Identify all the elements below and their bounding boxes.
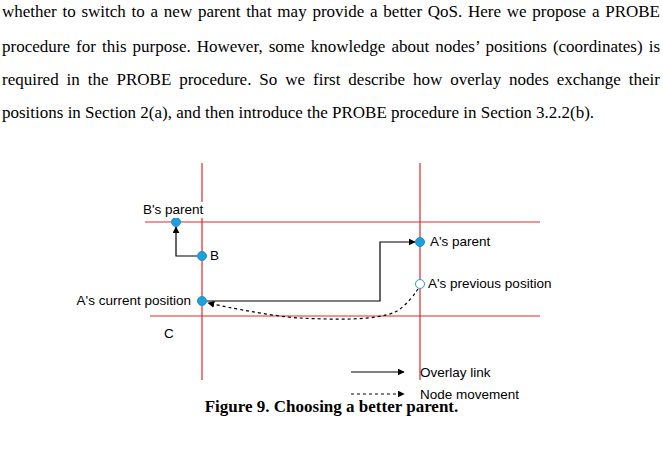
point-label: C (163, 326, 175, 342)
grid-line (419, 163, 420, 380)
overlay-link (176, 227, 197, 256)
node-label: B's parent (142, 202, 204, 218)
node-label: A's parent (429, 234, 491, 250)
body-text-line: whether to switch to a new parent that m… (2, 2, 660, 22)
grid-line (145, 221, 540, 222)
overlay-node-dot: A's parent (415, 237, 425, 247)
legend-row: Overlay link (350, 361, 519, 383)
legend-line-sample (350, 366, 406, 378)
overlay-node-dot: B (197, 251, 207, 261)
overlay-link (207, 242, 415, 301)
body-text-line: procedure for this purpose. However, som… (2, 37, 660, 57)
previous-position-circle: A's previous position (415, 279, 425, 289)
legend-text: Overlay link (420, 365, 491, 380)
body-text-line: required in the PROBE procedure. So we f… (2, 70, 660, 90)
movement-connector (208, 289, 418, 319)
grid-line (150, 315, 540, 316)
figure-caption: Figure 9. Choosing a better parent. (0, 397, 663, 417)
overlay-node-dot: A's current position (197, 296, 207, 306)
overlay-node-dot: B's parent (171, 217, 181, 227)
body-text-line: positions in Section 2(a), and then intr… (2, 103, 660, 123)
grid-line (201, 163, 202, 380)
node-label: A's previous position (427, 276, 552, 292)
node-label: B (209, 248, 220, 264)
node-label: A's current position (76, 293, 192, 309)
